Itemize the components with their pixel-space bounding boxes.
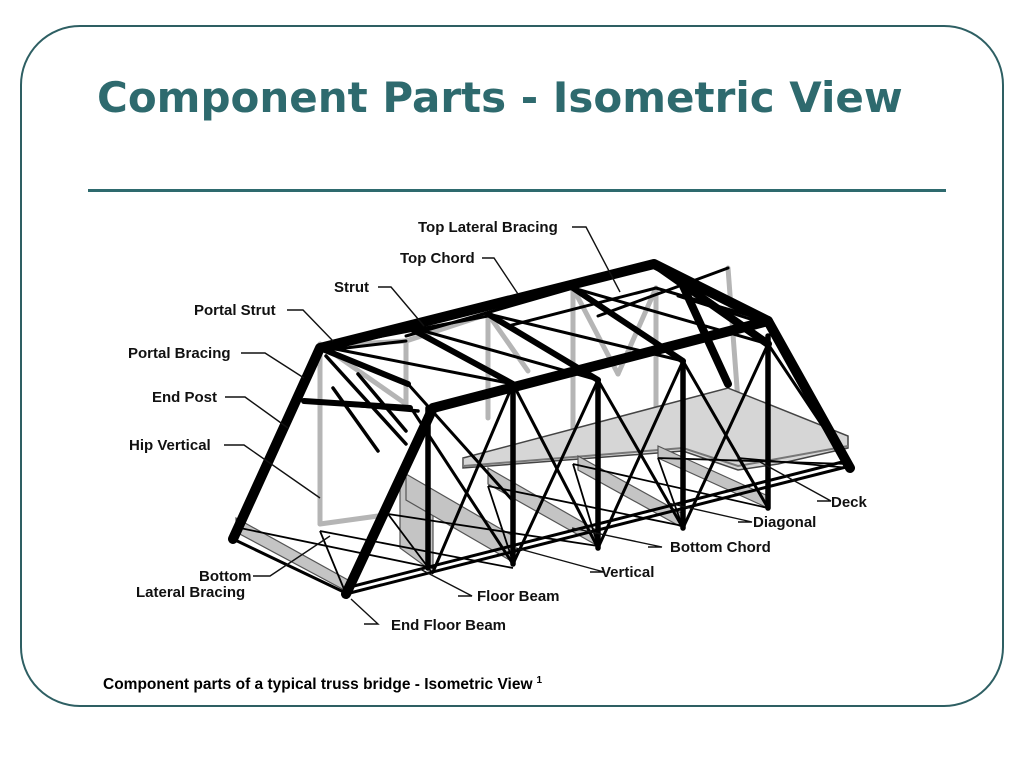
- label-floor-beam: Floor Beam: [477, 588, 560, 605]
- label-diagonal: Diagonal: [753, 514, 816, 531]
- near-bottom-chord: [345, 458, 851, 596]
- slide-title: Component Parts - Isometric View: [97, 73, 903, 122]
- truss-bridge-diagram: Top Lateral Bracing Top Chord Strut Port…: [88, 196, 948, 706]
- caption-footnote: 1: [537, 675, 543, 686]
- caption-text: Component parts of a typical truss bridg…: [103, 676, 533, 693]
- label-portal-bracing: Portal Bracing: [128, 345, 231, 362]
- portal-strut-lower: [301, 398, 413, 411]
- slide-frame: [20, 25, 1004, 707]
- near-right-truss: [650, 260, 772, 388]
- bottom-lateral-bracing: [239, 457, 851, 595]
- far-truss: [317, 265, 741, 527]
- label-end-post: End Post: [152, 389, 217, 406]
- label-hip-vertical: Hip Vertical: [129, 437, 211, 454]
- leader-lines: [224, 226, 832, 625]
- label-top-chord: Top Chord: [400, 250, 475, 267]
- label-deck: Deck: [831, 494, 868, 511]
- label-vertical: Vertical: [601, 564, 654, 581]
- label-bottom-lateral-bracing-line2: Lateral Bracing: [136, 584, 245, 601]
- title-underline: [88, 189, 946, 192]
- end-floor-beam-edge: [232, 537, 349, 596]
- label-portal-strut: Portal Strut: [194, 302, 276, 319]
- label-top-lateral-bracing: Top Lateral Bracing: [418, 219, 558, 236]
- label-end-floor-beam: End Floor Beam: [391, 617, 506, 634]
- diagram-caption: Component parts of a typical truss bridg…: [103, 675, 543, 693]
- label-bottom-chord: Bottom Chord: [670, 539, 771, 556]
- label-bottom-lateral-bracing-line1: Bottom: [199, 568, 252, 585]
- label-strut: Strut: [334, 279, 369, 296]
